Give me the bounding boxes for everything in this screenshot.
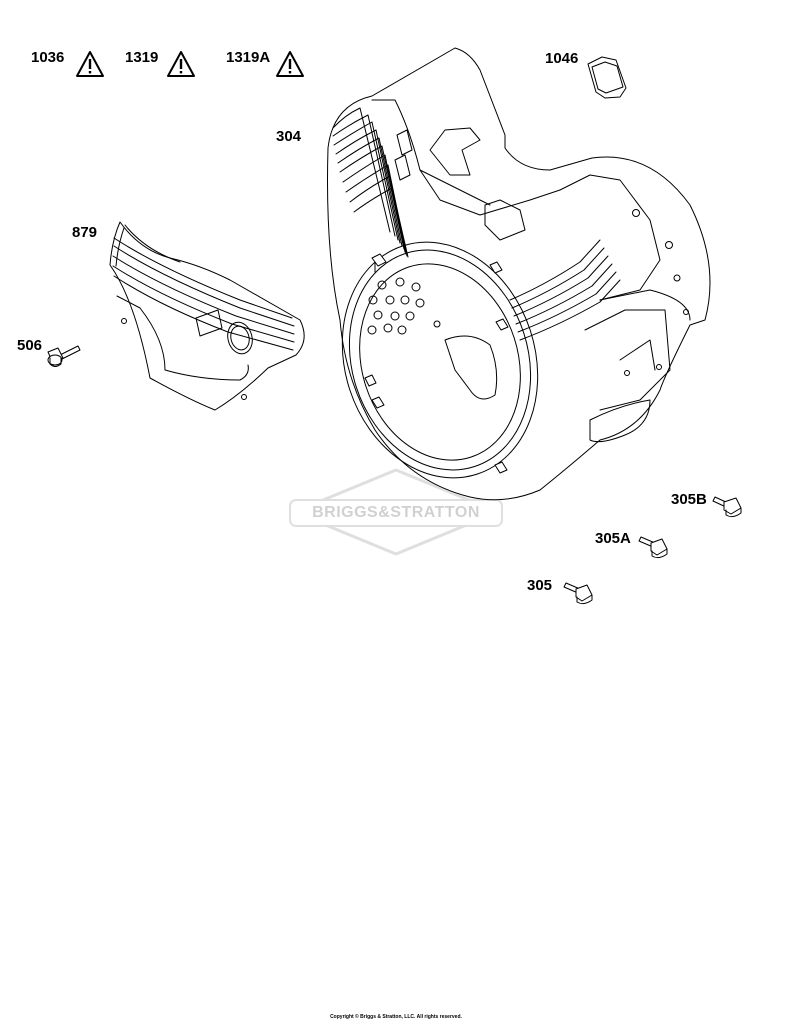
part-label-305B: 305B — [671, 491, 707, 508]
part-label-305A: 305A — [595, 530, 631, 547]
copyright-notice: Copyright © Briggs & Stratton, LLC. All … — [330, 1014, 462, 1020]
part-label-1046: 1046 — [545, 50, 579, 67]
screw-506-icon — [47, 345, 81, 367]
warning-triangle-icon — [167, 51, 195, 77]
warning-triangle-icon — [76, 51, 104, 77]
part-label-1319: 1319 — [125, 49, 159, 66]
screw-305B-icon — [712, 496, 742, 518]
part-label-506: 506 — [17, 337, 43, 354]
part-label-1319A: 1319A — [226, 49, 271, 66]
blower-housing-304 — [327, 47, 711, 501]
plug-1046-icon — [587, 56, 627, 99]
watermark-text: BRIGGS&STRATTON — [312, 504, 480, 521]
part-label-304: 304 — [276, 128, 302, 145]
watermark-logo — [289, 468, 503, 556]
screw-305A-icon — [638, 536, 668, 559]
part-label-1036: 1036 — [31, 49, 65, 66]
screw-305-icon — [563, 582, 593, 605]
warning-triangle-icon — [276, 51, 304, 77]
side-cover-879 — [109, 221, 305, 411]
part-label-305: 305 — [527, 577, 553, 594]
part-label-879: 879 — [72, 224, 98, 241]
